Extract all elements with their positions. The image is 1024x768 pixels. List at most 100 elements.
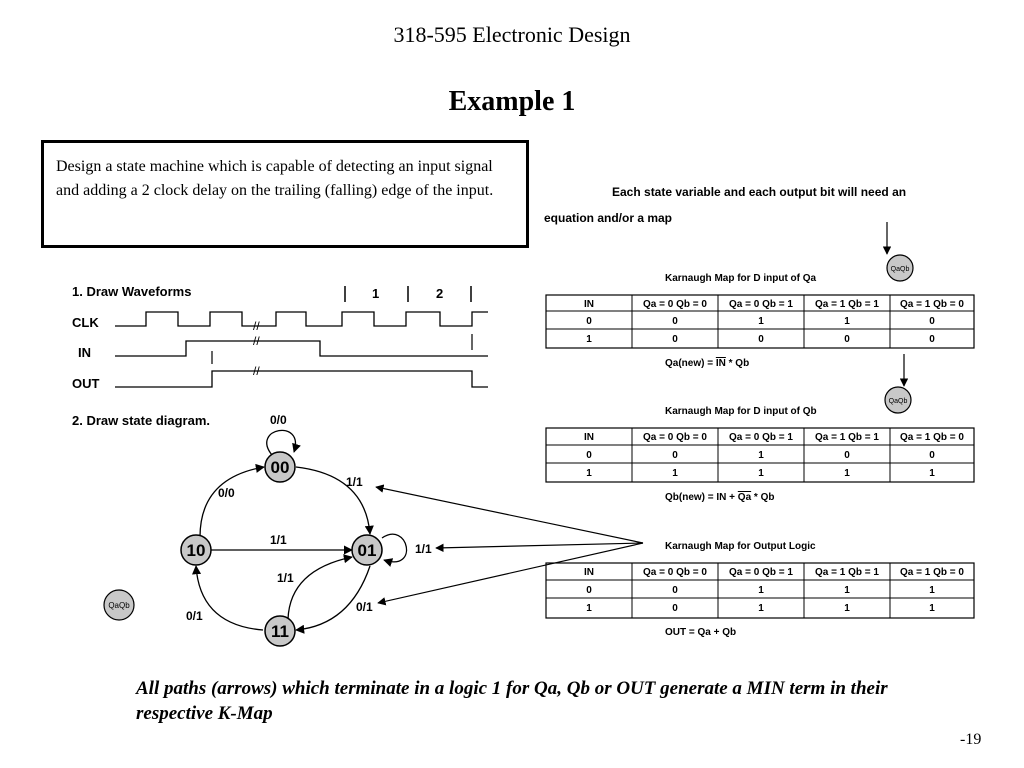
kmap-cell: 0: [929, 334, 935, 345]
state-label: 11: [271, 622, 289, 641]
kmap-header: Qa = 0 Qb = 0: [643, 567, 707, 578]
out-waveform: [115, 370, 488, 388]
kmap-cell: 0: [844, 450, 850, 461]
footer-note: All paths (arrows) which terminate in a …: [136, 678, 888, 724]
kmap-cell: 1: [929, 585, 935, 596]
problem-statement: Design a state machine which is capable …: [56, 158, 494, 199]
pointer-arrow: [377, 542, 644, 606]
edge-10-to-00: [199, 463, 265, 538]
state-legend-node: QaQb: [103, 589, 135, 621]
kmap-cell: 0: [672, 334, 678, 345]
kmap-cell: 0: [929, 316, 935, 327]
signal-label-clk: CLK: [72, 315, 99, 330]
kmap-cell: 1: [758, 603, 764, 614]
state-00: 00: [264, 451, 296, 483]
kmap-header: Qa = 1 Qb = 0: [900, 299, 964, 310]
kmap-title: Karnaugh Map for D input of Qb: [665, 406, 817, 417]
state-label: 10: [187, 541, 206, 560]
edge-label: 0/0: [270, 413, 287, 427]
state-diagram: 2. Draw state diagram. 00 01 10 11 0/0: [72, 413, 644, 647]
kmap-cell: 1: [929, 603, 935, 614]
page-number: -19: [960, 731, 982, 748]
edge-00-to-01: [295, 466, 374, 535]
kmap-header: Qa = 1 Qb = 1: [815, 299, 879, 310]
kmap-cell: 1: [586, 334, 592, 345]
kmaps-intro-line1: Each state variable and each output bit …: [612, 185, 906, 199]
edge-label: 0/1: [356, 600, 373, 614]
kmap-cell: 1: [844, 585, 850, 596]
self-loop-00: [266, 429, 301, 456]
kmap-cell: 0: [929, 450, 935, 461]
state-diagram-heading: 2. Draw state diagram.: [72, 413, 210, 428]
kmap-qb: Karnaugh Map for D input of Qb IN Qa = 0…: [545, 406, 975, 503]
kmap-cell: 1: [758, 450, 764, 461]
kmap-header: IN: [584, 299, 594, 310]
kmap-header: Qa = 1 Qb = 1: [815, 432, 879, 443]
edge-label: 1/1: [277, 571, 294, 585]
edge-label: 1/1: [346, 475, 363, 489]
kmap-header: Qa = 1 Qb = 1: [815, 567, 879, 578]
state-01: 01: [351, 534, 383, 566]
kmap-header: Qa = 0 Qb = 0: [643, 299, 707, 310]
kmap-title: Karnaugh Map for D input of Qa: [665, 273, 817, 284]
kmap-cell: 0: [672, 603, 678, 614]
pointer-arrow: [435, 542, 644, 553]
kmap-header: Qa = 0 Qb = 0: [643, 432, 707, 443]
kmap-node-qaqb: QaQb: [884, 386, 912, 414]
kmap-cell: 0: [586, 316, 592, 327]
kmap-header: Qa = 0 Qb = 1: [729, 432, 793, 443]
kmaps-intro-line2: equation and/or a map: [544, 211, 672, 225]
edge-label: 0/0: [218, 486, 235, 500]
kmap-cell: 1: [586, 468, 592, 479]
kmap-cell: 1: [758, 468, 764, 479]
kmap-header: Qa = 1 Qb = 0: [900, 432, 964, 443]
kmap-cell: 0: [586, 585, 592, 596]
edge-label: 1/1: [415, 542, 432, 556]
kmap-title: Karnaugh Map for Output Logic: [665, 541, 816, 552]
in-waveform: [115, 340, 488, 357]
kmap-qa: Karnaugh Map for D input of Qa IN Qa = 0…: [545, 273, 975, 369]
state-11: 11: [264, 615, 296, 647]
clk-waveform: [115, 311, 488, 327]
kmap-cell: 1: [672, 468, 678, 479]
problem-statement-box: Design a state machine which is capable …: [41, 140, 529, 248]
kmap-cell: 0: [672, 316, 678, 327]
kmap-out: Karnaugh Map for Output Logic IN Qa = 0 …: [545, 541, 975, 638]
edge-label: 1/1: [270, 533, 287, 547]
kmap-equation: OUT = Qa + Qb: [665, 627, 736, 638]
waveforms-section: 1. Draw Waveforms 1 2 CLK IN OUT // // /…: [72, 284, 488, 391]
kmap-cell: 0: [672, 585, 678, 596]
course-title: 318-595 Electronic Design: [393, 22, 631, 47]
edge-01-to-11: [295, 565, 371, 634]
state-10: 10: [180, 534, 212, 566]
kmap-header: IN: [584, 432, 594, 443]
kmap-cell: 1: [844, 603, 850, 614]
kmaps-section: Each state variable and each output bit …: [544, 185, 975, 638]
break-mark: //: [253, 319, 260, 333]
state-label: 00: [271, 458, 290, 477]
node-label: QaQb: [889, 398, 908, 405]
kmap-cell: 1: [758, 316, 764, 327]
kmap-header: IN: [584, 567, 594, 578]
kmap-cell: 1: [929, 468, 935, 479]
edge-label: 0/1: [186, 609, 203, 623]
break-mark: //: [253, 364, 260, 378]
kmap-cell: 1: [586, 603, 592, 614]
kmap-equation: Qb(new) = IN + Qa * Qb: [665, 492, 774, 503]
break-mark: //: [253, 334, 260, 348]
node-label: QaQb: [891, 266, 910, 273]
kmap-cell: 0: [844, 334, 850, 345]
kmap-cell: 0: [586, 450, 592, 461]
pointer-arrow: [375, 484, 644, 544]
waveforms-heading: 1. Draw Waveforms: [72, 284, 191, 299]
edge-11-to-01: [287, 554, 353, 620]
clock-marker-2: 2: [436, 286, 443, 301]
slide-title: Example 1: [448, 86, 576, 117]
kmap-node-qaqb: QaQb: [886, 254, 914, 282]
kmap-cell: 1: [758, 585, 764, 596]
edge-11-to-10: [192, 565, 264, 631]
kmap-header: Qa = 1 Qb = 0: [900, 567, 964, 578]
self-loop-01: [381, 533, 408, 567]
kmap-cell: 1: [844, 468, 850, 479]
